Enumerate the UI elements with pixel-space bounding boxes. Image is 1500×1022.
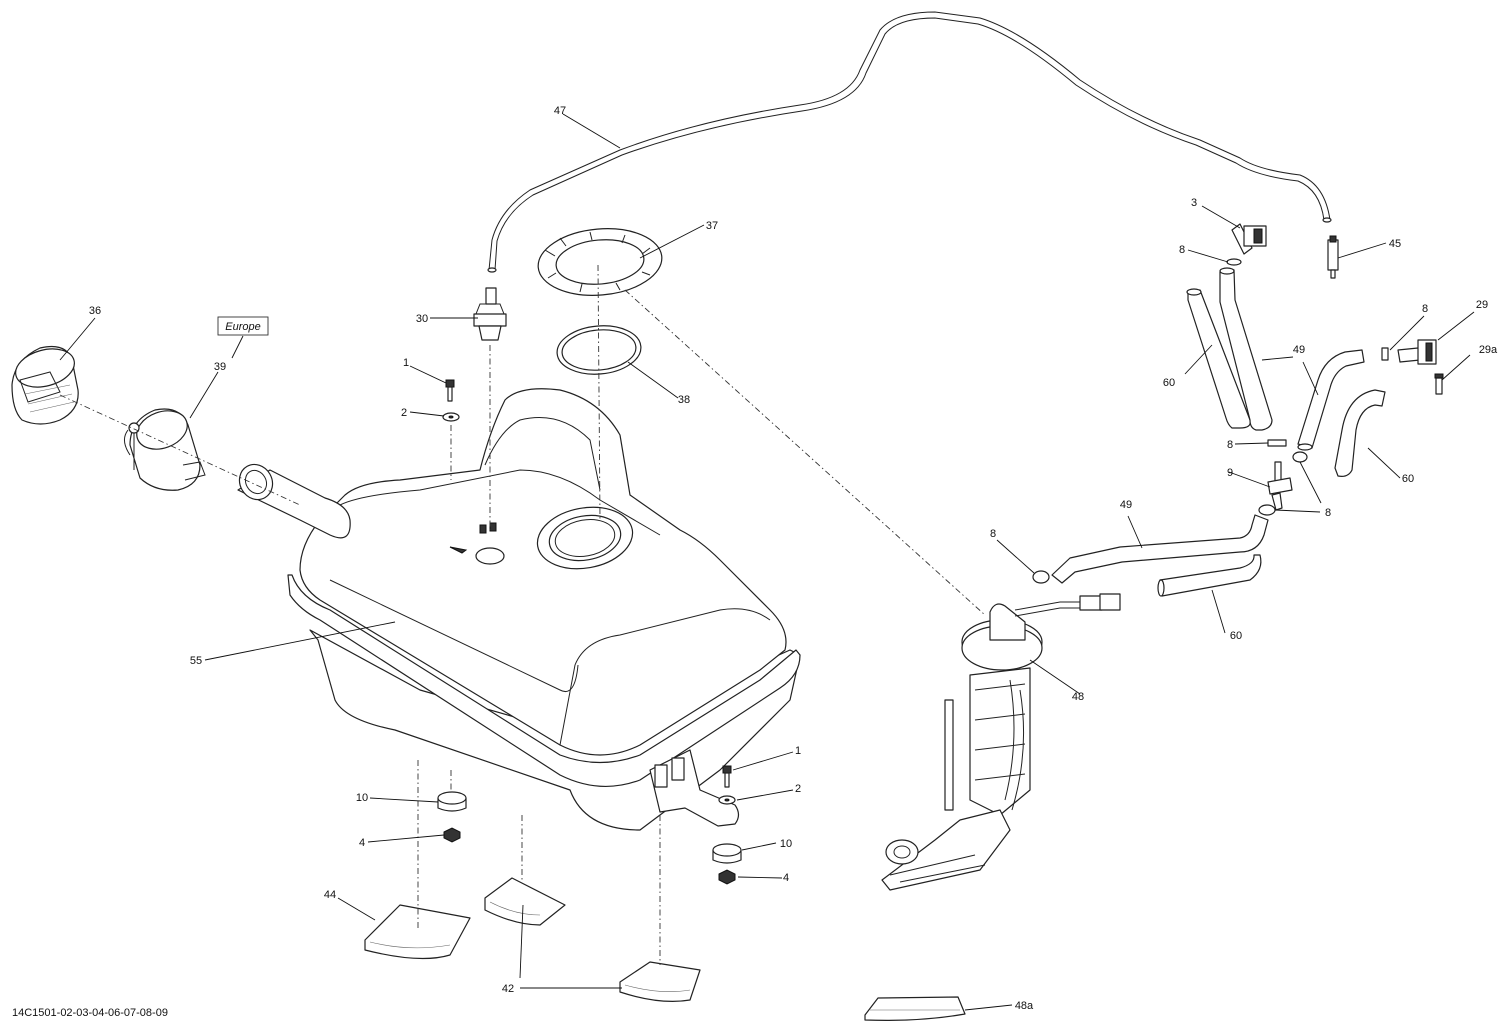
callout-29a: 29a — [1479, 344, 1498, 356]
fuel-cap-36 — [11, 345, 79, 425]
callout-8-tee: 8 — [1325, 507, 1331, 519]
callout-42: 42 — [502, 983, 514, 995]
callout-30: 30 — [416, 313, 428, 325]
callouts: 36 39 30 1 2 47 37 38 55 10 4 44 42 1 2 … — [89, 105, 1498, 1012]
callout-47: 47 — [554, 105, 566, 117]
fuel-pump-module-48 — [881, 593, 1121, 891]
callout-60-upper: 60 — [1163, 377, 1175, 389]
callout-8-pump: 8 — [990, 528, 996, 540]
callout-38: 38 — [678, 394, 690, 406]
pad-42-upper — [484, 877, 566, 926]
locking-cap-39 — [124, 408, 206, 491]
callout-8-connector: 8 — [1179, 244, 1185, 256]
callout-49-lower: 49 — [1120, 499, 1132, 511]
pads — [364, 877, 966, 1021]
callout-44: 44 — [324, 889, 336, 901]
callout-10-left: 10 — [356, 792, 368, 804]
callout-2-top: 2 — [401, 407, 407, 419]
callout-45: 45 — [1389, 238, 1401, 250]
callout-39: 39 — [214, 361, 226, 373]
callout-60-right: 60 — [1402, 473, 1414, 485]
leader-lines — [59, 113, 1475, 1011]
hoses-right — [1032, 223, 1444, 597]
callout-3: 3 — [1191, 197, 1197, 209]
vent-hose-47 — [487, 11, 1332, 273]
europe-label: Europe — [225, 321, 260, 333]
callout-29: 29 — [1476, 299, 1488, 311]
callout-10-right: 10 — [780, 838, 792, 850]
callout-37: 37 — [706, 220, 718, 232]
callout-36: 36 — [89, 305, 101, 317]
callout-55: 55 — [190, 655, 202, 667]
hardware-right — [712, 765, 742, 885]
fuel-tank-55 — [237, 388, 801, 831]
callout-8-mid: 8 — [1227, 439, 1233, 451]
pad-44 — [364, 904, 471, 960]
pad-48a — [864, 996, 966, 1021]
lock-ring-37 — [537, 228, 663, 296]
callout-49-upper: 49 — [1293, 344, 1305, 356]
hardware-left — [437, 379, 467, 843]
callout-4-left: 4 — [359, 837, 365, 849]
drawing-number: 14C1501-02-03-04-06-07-08-09 — [12, 1007, 168, 1019]
callout-1-right: 1 — [795, 745, 801, 757]
callout-48a: 48a — [1015, 1000, 1034, 1012]
callout-1-top: 1 — [403, 357, 409, 369]
fuel-gauge-sender-30 — [473, 287, 507, 341]
callout-2-right: 2 — [795, 783, 801, 795]
callout-9: 9 — [1227, 467, 1233, 479]
europe-tag: Europe — [217, 316, 269, 336]
callout-4-right: 4 — [783, 872, 789, 884]
hose-49-upper — [1219, 269, 1273, 431]
pad-42-lower — [619, 961, 701, 1002]
callout-60-lower: 60 — [1230, 630, 1242, 642]
callout-8-right: 8 — [1422, 303, 1428, 315]
callout-48: 48 — [1072, 691, 1084, 703]
assembly-lines — [59, 264, 986, 965]
